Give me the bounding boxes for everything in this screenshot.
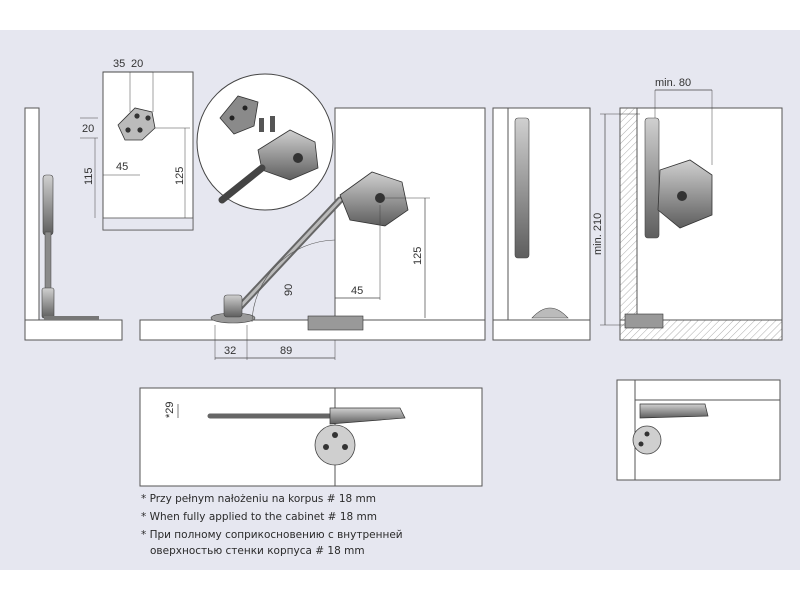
side-view-narrow (492, 107, 591, 341)
dim-125-main: 125 (412, 247, 424, 265)
dim-20-top: 20 (131, 58, 143, 70)
top-view (139, 387, 483, 487)
dim-45-template: 45 (116, 161, 128, 173)
dim-45-main: 45 (351, 285, 363, 297)
dim-115: 115 (83, 167, 95, 185)
note-polish: * Przy pełnym nałożeniu na korpus # 18 m… (141, 493, 376, 505)
dim-min80: min. 80 (655, 77, 691, 89)
dim-90: 90 (283, 284, 295, 296)
dim-20-side: 20 (82, 123, 94, 135)
dim-29: *29 (164, 401, 176, 418)
dim-min210: min. 210 (592, 213, 604, 255)
detail-circle (196, 73, 334, 211)
side-view-closed (24, 107, 123, 341)
dim-32: 32 (224, 345, 236, 357)
mounting-template (80, 71, 194, 231)
note-russian-2: оверхностью стенки корпуса # 18 mm (150, 545, 365, 557)
corner-detail-view (616, 379, 781, 481)
note-english: * When fully applied to the cabinet # 18… (141, 511, 377, 523)
main-view (139, 107, 486, 360)
dim-35: 35 (113, 58, 125, 70)
side-view-right (600, 89, 783, 341)
dim-125-template: 125 (174, 167, 186, 185)
dim-89: 89 (280, 345, 292, 357)
note-russian-1: * При полному соприкосновению с внутренн… (141, 529, 403, 541)
